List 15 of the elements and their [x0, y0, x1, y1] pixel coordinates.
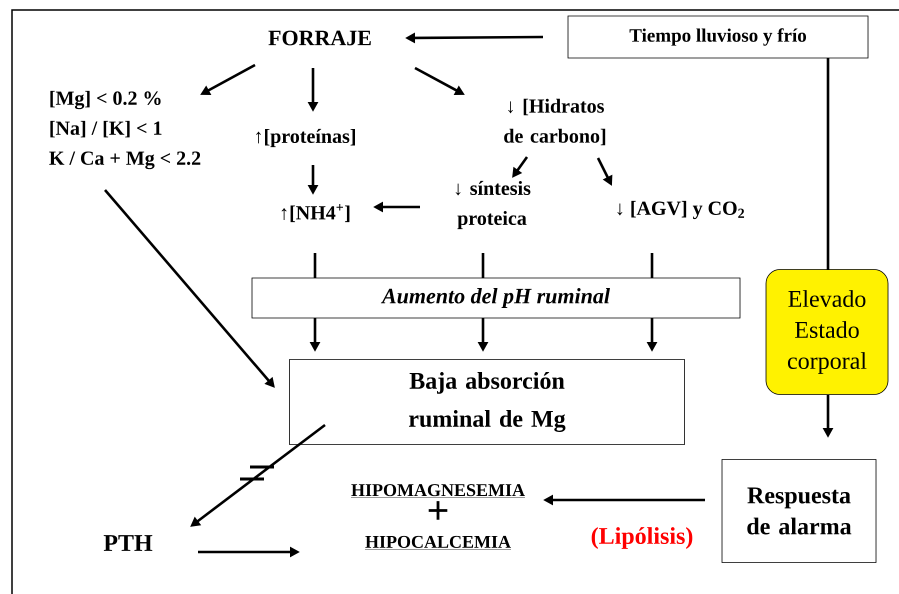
- state-box: Elevado Estado corporal: [766, 269, 888, 395]
- text-label: PTH: [104, 535, 152, 551]
- text-label: [Mg] < 0.2 % [Na] / [K] < 1 K / Ca + Mg < 2.2: [49, 90, 200, 170]
- process-box: Aumento del pH ruminal: [252, 278, 740, 318]
- cause-box: Tiempo lluvioso y frío: [568, 16, 868, 58]
- process-box: Baja absorción ruminal de Mg: [289, 359, 685, 445]
- text-label: ↓ [Hidratos de carbono]: [504, 98, 606, 146]
- edge-label: (Lipólisis): [590, 526, 694, 550]
- text-label: ↑[proteínas]: [256, 128, 355, 148]
- response-box: Respuesta de alarma: [722, 459, 876, 563]
- text-label: FORRAJE: [268, 30, 371, 46]
- text-label: ↓ [AGV] y CO$_{2}$: [618, 200, 744, 220]
- text-label: ↓ síntesis proteica: [456, 180, 530, 230]
- outcome-label: HIPOMAGNESEMIA + HIPOCALCEMIA: [350, 484, 526, 550]
- text-label: ↑[NH4$^{+}$]: [282, 204, 350, 222]
